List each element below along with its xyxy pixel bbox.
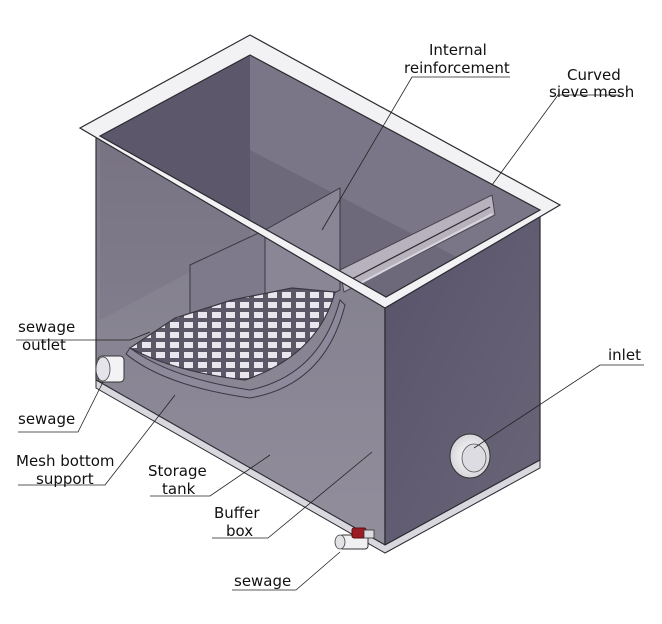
label-sewage-bottom: sewage (234, 572, 291, 590)
tank-base (95, 379, 541, 554)
leader-sewage-bottom (232, 551, 341, 591)
label-inlet: inlet (608, 346, 641, 364)
leader-buffer-box (212, 451, 373, 539)
sewage-valve (334, 527, 375, 550)
mesh-bottom-support (125, 299, 346, 399)
label-mesh-bottom-support-1: Mesh bottom (16, 452, 115, 470)
curved-sieve-mesh (128, 287, 336, 381)
label-buffer-box-2: box (226, 522, 253, 540)
tank-top-rim (78, 34, 562, 309)
label-mesh-bottom-support-2: support (36, 470, 94, 488)
label-storage-tank-1: Storage (148, 462, 207, 480)
tank-inner-right-wall (250, 55, 540, 300)
leader-curved-sieve-mesh (491, 94, 620, 186)
label-sewage-outlet-1: sewage (18, 318, 75, 336)
leader-mesh-bottom-support (18, 394, 176, 486)
label-storage-tank-2: tank (162, 480, 196, 498)
leader-sewage-outlet (16, 331, 151, 341)
leader-internal-reinforcement (321, 76, 510, 231)
label-sewage-outlet-2: outlet (22, 336, 66, 354)
label-buffer-box-1: Buffer (214, 504, 260, 522)
curved-sieve-mesh-rail (339, 194, 496, 293)
leader-sewage-left (18, 381, 104, 433)
leader-storage-tank (150, 454, 271, 497)
label-curved-sieve-mesh-1: Curved (567, 66, 621, 84)
label-internal-reinforcement-1: Internal (429, 41, 487, 59)
leader-inlet (473, 364, 644, 449)
label-sewage-left: sewage (18, 410, 75, 428)
label-internal-reinforcement-2: reinforcement (404, 59, 510, 77)
label-curved-sieve-mesh-2: sieve mesh (549, 83, 634, 101)
